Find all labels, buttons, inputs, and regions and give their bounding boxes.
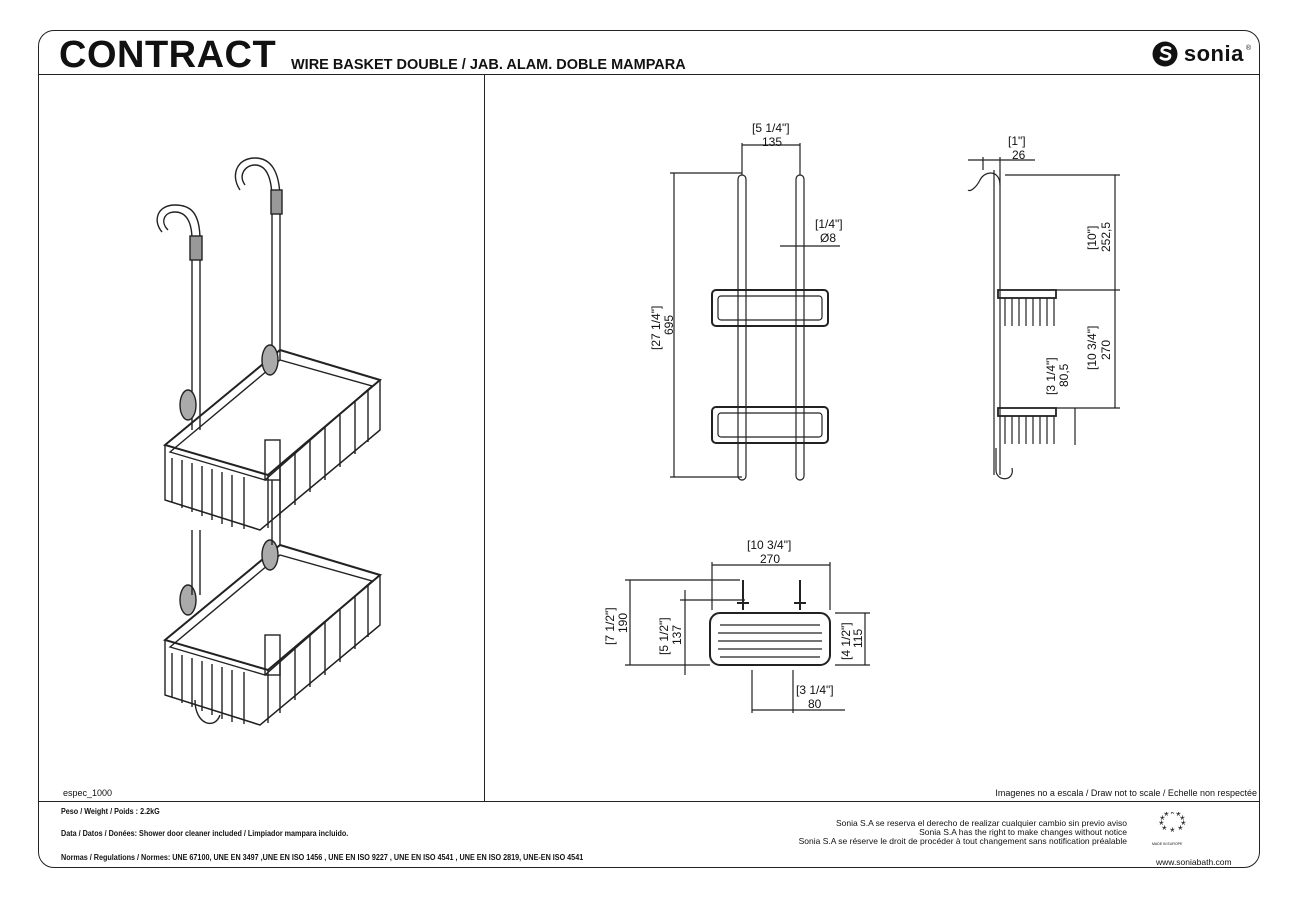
svg-text:*: * — [1180, 813, 1185, 827]
top-width-mm: 270 — [760, 552, 780, 566]
weight-info: Peso / Weight / Poids : 2.2kG — [61, 807, 160, 816]
side-basket-mm: 80,5 — [1057, 363, 1071, 387]
top-inner-in: [5 1/2"] — [657, 617, 671, 655]
rights-en: Sonia S.A has the right to make changes … — [919, 827, 1127, 837]
top-bottom-mm: 80 — [808, 697, 822, 711]
svg-text:*: * — [1160, 813, 1165, 827]
top-right-in: [4 1/2"] — [839, 622, 853, 660]
svg-text:*: * — [1162, 823, 1167, 837]
brand-logo: sonia ® — [1151, 39, 1251, 69]
top-total-mm: 190 — [616, 613, 630, 633]
svg-text:*: * — [1176, 812, 1181, 823]
side-top-mm: 252,5 — [1099, 222, 1113, 252]
svg-text:*: * — [1170, 825, 1175, 839]
scale-note: Imagenes no a escala / Draw not to scale… — [995, 788, 1257, 798]
front-width-in: [5 1/4"] — [752, 121, 790, 135]
website-link[interactable]: www.soniabath.com — [1156, 857, 1232, 867]
top-total-in: [7 1/2"] — [603, 607, 617, 645]
top-bottom-in: [3 1/4"] — [796, 683, 834, 697]
top-view: [10 3/4"] 270 [7 1/2"] 190 [5 1/2"] 137 … — [603, 538, 870, 713]
rights-fr: Sonia S.A se réserve le droit de procéde… — [798, 836, 1127, 846]
top-right-mm: 115 — [851, 629, 865, 648]
front-dia-in: [1/4"] — [815, 217, 843, 231]
front-height-in: [27 1/4"] — [649, 306, 663, 350]
side-basket-in: [3 1/4"] — [1044, 357, 1058, 395]
svg-text:*: * — [1159, 818, 1164, 832]
front-height-mm: 695 — [662, 315, 676, 335]
side-mid-mm: 270 — [1099, 340, 1113, 360]
svg-text:*: * — [1170, 812, 1175, 821]
front-width-mm: 135 — [762, 135, 782, 149]
data-info: Data / Datos / Donées: Shower door clean… — [61, 829, 349, 838]
header-divider — [39, 74, 1259, 76]
svg-text:*: * — [1178, 823, 1183, 837]
footer-divider — [39, 801, 1259, 803]
product-illustration — [156, 157, 383, 726]
brand-name: sonia — [1183, 41, 1244, 66]
side-depth-mm: 26 — [1012, 148, 1026, 162]
side-depth-in: [1"] — [1008, 134, 1026, 148]
product-subtitle: WIRE BASKET DOUBLE / JAB. ALAM. DOBLE MA… — [291, 57, 686, 73]
front-dia-mm: Ø8 — [820, 231, 836, 245]
side-top-in: [10"] — [1085, 226, 1099, 250]
drawing-code: espec_1000 — [63, 788, 113, 798]
svg-text:*: * — [1164, 812, 1169, 823]
product-title: CONTRACT — [59, 34, 277, 76]
eu-stars-icon: ********** — [1159, 812, 1186, 839]
side-mid-in: [10 3/4"] — [1085, 326, 1099, 370]
view-divider — [484, 74, 486, 801]
sonia-logo-icon — [1152, 41, 1178, 67]
drawing-sheet: CONTRACT WIRE BASKET DOUBLE / JAB. ALAM.… — [38, 30, 1260, 868]
top-width-in: [10 3/4"] — [747, 538, 791, 552]
made-in-label: MADE IN EUROPE — [1152, 842, 1183, 846]
regulations-info: Normas / Regulations / Normes: UNE 67100… — [61, 853, 584, 862]
rights-es: Sonia S.A se reserva el derecho de reali… — [835, 818, 1127, 828]
top-inner-mm: 137 — [670, 625, 684, 645]
svg-text:*: * — [1181, 818, 1186, 832]
brand-registered-mark: ® — [1245, 45, 1251, 52]
side-view: [1"] 26 [10"] 252,5 [10 3/4"] 270 [3 1/4… — [967, 134, 1120, 480]
front-view: [5 1/4"] 135 [1/4"] Ø8 [27 1/4"] 695 — [649, 121, 843, 481]
